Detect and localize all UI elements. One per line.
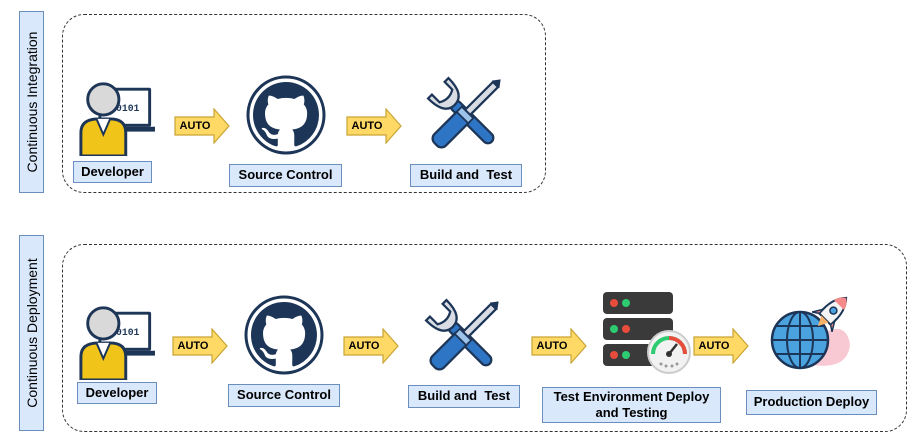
cd-auto-label-1: AUTO [177,340,209,352]
cd-auto-label-3: AUTO [536,340,568,352]
cd-production-label: Production Deploy [746,390,877,415]
globe-rocket-icon [766,292,856,372]
ci-auto-label-2: AUTO [351,120,383,132]
ci-source-control-label: Source Control [229,164,342,187]
developer-icon [77,300,155,380]
cd-source-control-label: Source Control [228,384,340,407]
tools-icon [418,292,508,382]
ci-section-title: Continuous Integration [23,31,40,173]
cd-test-env-label: Test Environment Deploy and Testing [542,387,721,423]
cd-auto-arrow-1: AUTO [172,328,228,364]
cd-auto-label-2: AUTO [348,340,380,352]
github-icon [244,295,324,375]
cd-auto-arrow-4: AUTO [693,328,749,364]
cd-auto-label-4: AUTO [698,340,730,352]
cd-developer-label: Developer [77,382,157,404]
ci-auto-arrow-1: AUTO [174,108,230,144]
cd-section-title: Continuous Deployment [23,258,40,408]
developer-icon [77,76,155,156]
ci-build-test-label: Build and Test [410,164,522,187]
ci-developer-label: Developer [73,161,152,183]
github-icon [246,75,326,155]
cd-group-container [62,244,907,432]
server-icon [601,290,691,376]
ci-auto-arrow-2: AUTO [346,108,402,144]
cd-auto-arrow-2: AUTO [343,328,399,364]
tools-icon [420,70,510,160]
cd-section-label: Continuous Deployment [19,235,44,431]
ci-group-container [62,14,546,193]
cd-build-test-label: Build and Test [408,385,520,408]
cd-auto-arrow-3: AUTO [531,328,587,364]
ci-section-label: Continuous Integration [19,11,44,193]
ci-auto-label-1: AUTO [179,120,211,132]
